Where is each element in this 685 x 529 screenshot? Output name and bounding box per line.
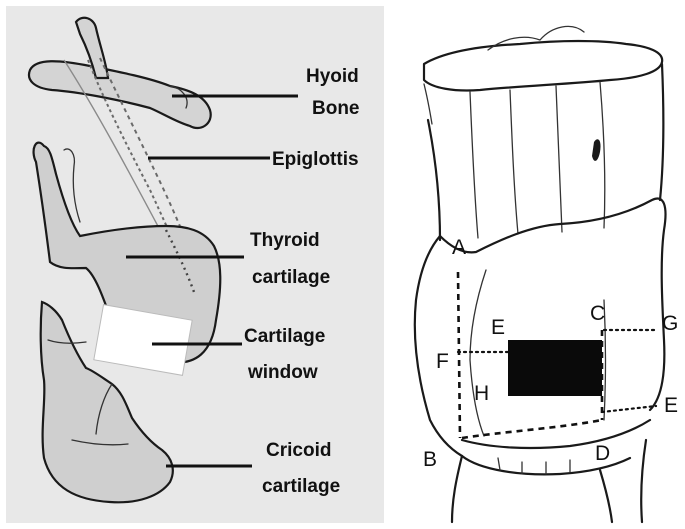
label-window-line2: window (247, 362, 318, 383)
label-cricoid-line2: cartilage (262, 476, 340, 497)
left-panel-larynx-lateral: Hyoid Bone Epiglottis Thyroid cartilage … (6, 6, 384, 523)
point-E-right: E (664, 394, 678, 417)
label-thyroid-line2: cartilage (252, 267, 330, 288)
line-a-b (458, 272, 460, 438)
upper-column-lines (470, 82, 605, 238)
point-H: H (474, 382, 489, 405)
label-cricoid-line1: Cricoid (266, 440, 331, 461)
point-F: F (436, 350, 449, 373)
point-G: G (662, 312, 678, 335)
point-E-left: E (491, 316, 505, 339)
line-d-e (602, 406, 656, 412)
label-hyoid-line2: Bone (312, 98, 360, 119)
line-b-d (462, 420, 602, 438)
trachea-bottom (452, 440, 646, 522)
trachea-top-cap (424, 41, 662, 91)
cricoid-band (462, 420, 650, 448)
cartilage-window-black (508, 340, 602, 396)
point-A: A (452, 236, 466, 259)
label-thyroid-line1: Thyroid (250, 230, 320, 251)
label-window-line1: Cartilage (244, 326, 325, 347)
upper-column-mark (592, 139, 601, 161)
label-hyoid-line1: Hyoid (306, 66, 359, 87)
left-side-outline (415, 236, 462, 456)
point-C: C (590, 302, 605, 325)
top-cap-ridge (488, 26, 584, 50)
right-panel-larynx-anterior: A B C D E E F G H (415, 26, 679, 522)
point-D: D (595, 442, 610, 465)
point-B: B (423, 448, 437, 471)
label-epiglottis: Epiglottis (272, 149, 359, 170)
